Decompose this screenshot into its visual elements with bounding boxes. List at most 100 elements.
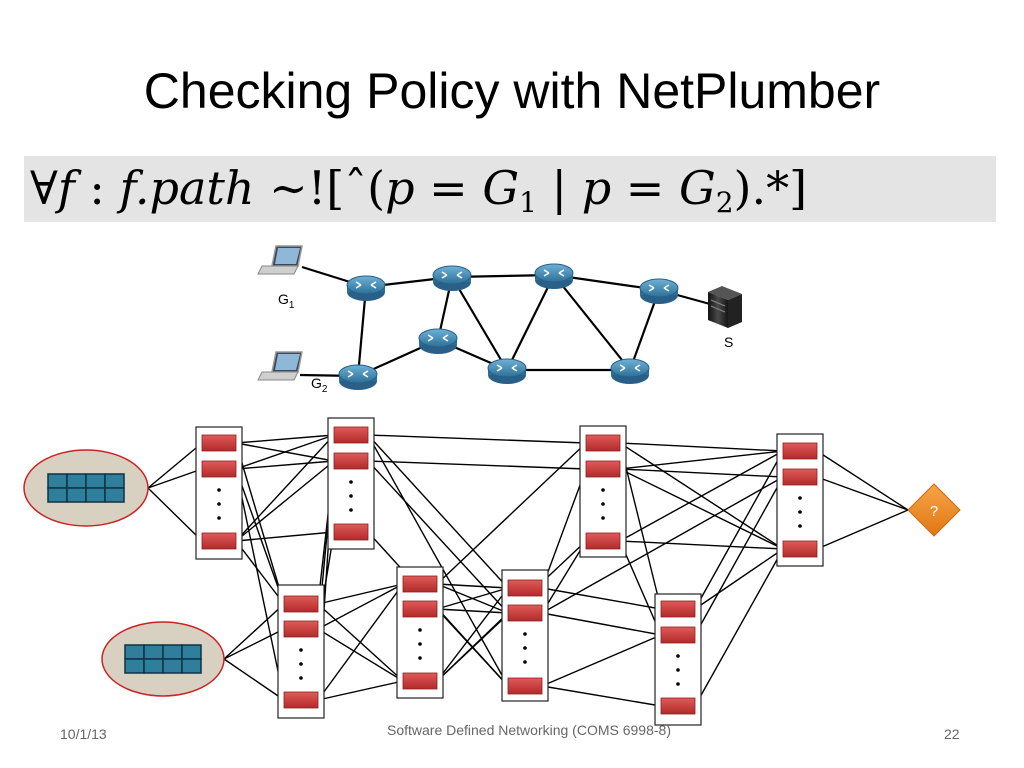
- rule-block: [402, 600, 438, 618]
- ellipsis-dot: [299, 676, 303, 680]
- rule-block: [585, 434, 621, 452]
- ellipsis-dot: [676, 668, 680, 672]
- pipe-link: [694, 548, 784, 707]
- rule-block: [402, 672, 438, 690]
- pipe-link: [619, 450, 784, 542]
- ellipsis-dot: [523, 632, 527, 636]
- rule-block: [283, 691, 319, 709]
- buffer-cell: [162, 658, 183, 674]
- formula-open: (: [367, 161, 386, 215]
- buffer-cell: [143, 658, 164, 674]
- forall-symbol: ∀: [30, 161, 58, 215]
- probe-label: ?: [930, 503, 938, 520]
- pipe-link: [619, 442, 662, 610]
- footer-course: Software Defined Networking (COMS 6998-8…: [386, 722, 671, 738]
- formula-g1-sub: 1: [519, 186, 537, 219]
- buffer-cell: [124, 644, 145, 660]
- formula-g2-sub: 2: [715, 186, 734, 219]
- formula-p1: p: [385, 161, 415, 215]
- pipe-node: [327, 417, 375, 550]
- formula-close: ).*]: [733, 161, 808, 215]
- rule-block: [585, 460, 621, 478]
- pipe-link: [235, 468, 285, 701]
- plumbing-nodes: [195, 417, 824, 726]
- source-g2: [101, 621, 225, 697]
- ellipsis-dot: [523, 646, 527, 650]
- rule-block: [660, 697, 696, 715]
- rule-block: [333, 426, 369, 444]
- ellipsis-dot: [601, 516, 605, 520]
- formula-op: ∼![: [254, 161, 345, 215]
- ellipsis-dot: [349, 480, 353, 484]
- pipe-node: [654, 593, 702, 726]
- formula-eq1: =: [414, 161, 483, 215]
- pipe-link: [816, 476, 909, 511]
- ellipsis-dot: [523, 660, 527, 664]
- ellipsis-dot: [418, 656, 422, 660]
- laptop-g2-icon: [257, 351, 303, 381]
- network-link: [506, 274, 555, 371]
- pipe-link: [436, 583, 509, 589]
- buffer-cell: [47, 487, 68, 503]
- router-icon: [346, 275, 386, 301]
- buffer-cell: [66, 473, 87, 489]
- pipe-link: [147, 487, 203, 542]
- buffer-cell: [143, 644, 164, 660]
- pipe-link: [235, 434, 335, 444]
- pipe-links: [147, 434, 909, 707]
- pipe-link: [816, 450, 909, 511]
- formula-g2: G: [678, 161, 716, 215]
- probe-node: ?: [907, 483, 961, 537]
- network-link: [356, 286, 368, 377]
- pipe-link: [367, 460, 587, 470]
- pipe-link: [541, 476, 784, 614]
- rule-block: [333, 452, 369, 470]
- pipe-link: [367, 460, 509, 614]
- rule-block: [507, 677, 543, 695]
- network-link: [451, 276, 508, 371]
- laptop-g1-icon: [257, 245, 303, 275]
- ellipsis-dot: [601, 502, 605, 506]
- pipe-link: [235, 460, 335, 470]
- pipe-link: [436, 442, 587, 585]
- buffer-cell: [66, 487, 87, 503]
- router-icon: [432, 265, 472, 291]
- pipe-link: [619, 450, 784, 470]
- pipe-link: [235, 434, 335, 542]
- pipe-link: [317, 583, 404, 630]
- pipe-link: [367, 434, 509, 589]
- formula-eq2: =: [611, 161, 679, 215]
- ellipsis-dot: [798, 496, 802, 500]
- buffer-cell: [85, 487, 106, 503]
- pipe-link: [223, 658, 285, 701]
- buffer-cell: [85, 473, 106, 489]
- pipe-link: [235, 540, 285, 605]
- formula-g1: G: [482, 161, 520, 215]
- pipe-link: [541, 634, 662, 687]
- pipe-link: [147, 468, 203, 489]
- pipe-link: [235, 460, 335, 542]
- pipe-link: [235, 434, 335, 470]
- formula-bar: |: [536, 161, 582, 215]
- pipe-link: [436, 587, 509, 682]
- router-icon: [639, 278, 679, 304]
- router-icon: [338, 364, 378, 390]
- pipe-link: [317, 628, 404, 682]
- routers: [338, 263, 679, 390]
- source-g1: [23, 449, 149, 527]
- pipe-node: [501, 569, 549, 702]
- ellipsis-dot: [676, 682, 680, 686]
- pipe-node: [195, 426, 243, 560]
- ellipsis-dot: [418, 642, 422, 646]
- ellipsis-dot: [299, 662, 303, 666]
- rule-block: [201, 460, 237, 478]
- ellipsis-dot: [418, 628, 422, 632]
- g2-label: G2: [311, 375, 328, 395]
- rule-block: [660, 600, 696, 618]
- pipe-link: [223, 603, 285, 660]
- ellipsis-dot: [217, 502, 221, 506]
- formula-caret: ˆ: [344, 161, 368, 215]
- server-label: S: [724, 334, 733, 350]
- pipe-node: [277, 584, 325, 719]
